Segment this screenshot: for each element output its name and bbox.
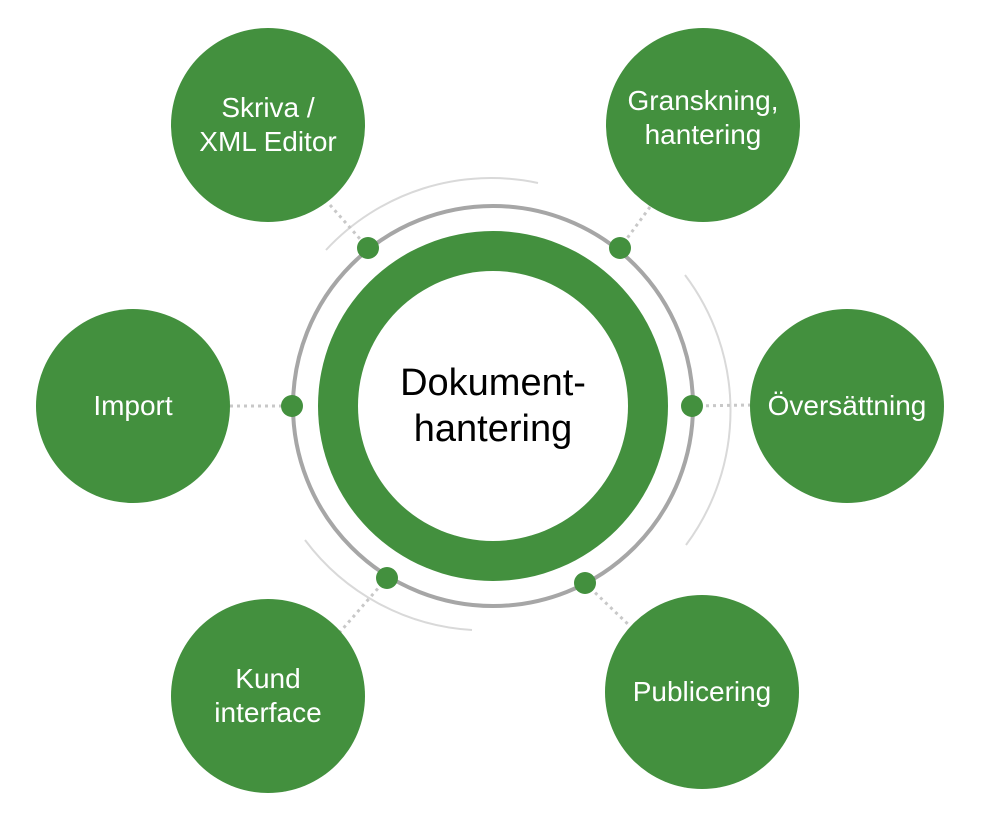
- center-label: Dokument- hantering: [400, 362, 586, 450]
- node-label-publicering: Publicering: [632, 676, 772, 707]
- ring-dot-kund: [376, 567, 398, 589]
- ring-dot-granskning: [609, 237, 631, 259]
- connector-kund: [338, 577, 389, 633]
- ring-dot-oversattning: [681, 395, 703, 417]
- node-label-kund: Kund interface: [214, 663, 322, 728]
- node-circle-publicering: [605, 595, 799, 789]
- connector-skriva: [328, 204, 370, 249]
- node-circle-import: [36, 309, 230, 503]
- ring-dot-import: [281, 395, 303, 417]
- node-label-skriva: Skriva / XML Editor: [199, 92, 337, 157]
- node-circle-skriva: [171, 28, 365, 222]
- node-label-import: Import: [93, 390, 173, 421]
- node-circle-kund: [171, 599, 365, 793]
- node-circle-oversattning: [750, 309, 944, 503]
- node-label-oversattning: Översättning: [767, 390, 927, 421]
- center-white-disc: [358, 271, 628, 541]
- node-circle-granskning: [606, 28, 800, 222]
- ring-dot-publicering: [574, 572, 596, 594]
- ring-dot-skriva: [357, 237, 379, 259]
- decor-arc-right: [684, 274, 732, 546]
- decor-arc-bottom-left: [304, 539, 473, 631]
- node-label-granskning: Granskning, hantering: [627, 85, 779, 150]
- connector-oversattning: [691, 403, 753, 408]
- decor-arc-top: [325, 177, 539, 251]
